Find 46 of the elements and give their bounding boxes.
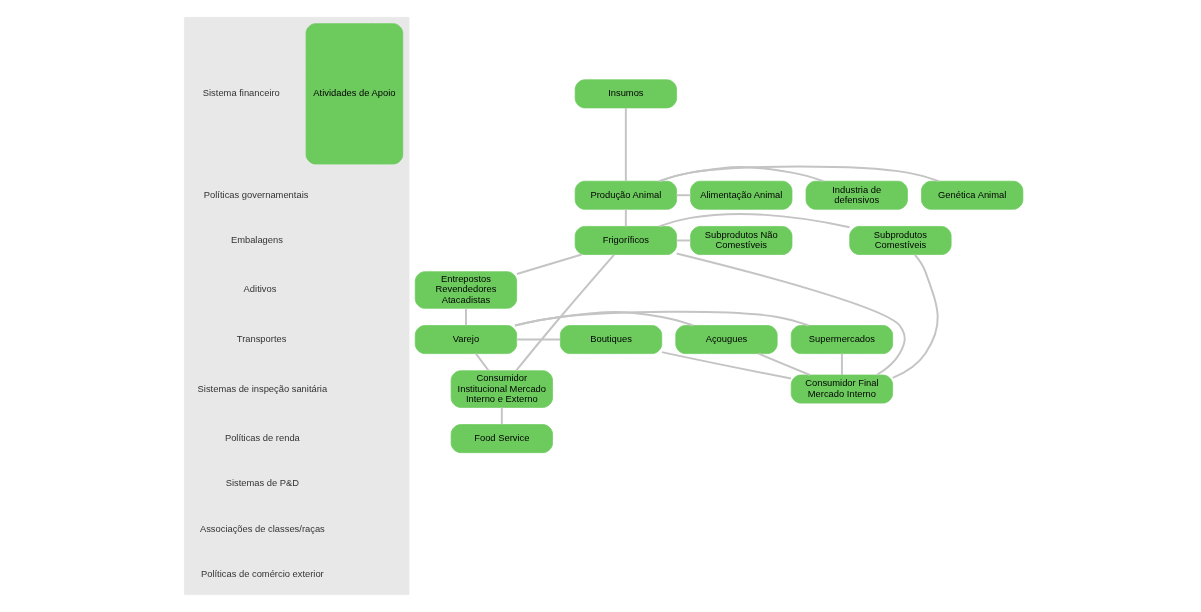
node-box: Atividades de Apoio bbox=[305, 23, 404, 165]
connector bbox=[500, 406, 503, 426]
connector bbox=[658, 213, 851, 229]
label: Sistemas de P&D bbox=[225, 478, 300, 489]
connector bbox=[515, 253, 583, 275]
node-box: Subprodutos Comestíveis bbox=[849, 226, 952, 255]
label: Sistemas de inspeção sanitária bbox=[197, 383, 328, 394]
node-box: Genética Animal bbox=[921, 180, 1024, 210]
label: Políticas de comércio exterior bbox=[200, 568, 324, 579]
connector bbox=[515, 253, 616, 372]
node-box: Insumos bbox=[574, 79, 677, 109]
connector bbox=[675, 194, 692, 197]
node-box: Supermercados bbox=[790, 325, 893, 354]
label: Aditivos bbox=[243, 284, 277, 295]
label: Políticas governamentais bbox=[203, 189, 309, 200]
node-box: Alimentação Animal bbox=[690, 180, 793, 210]
node-box: Subprodutos Não Comestíveis bbox=[690, 226, 793, 255]
label: Embalagens bbox=[230, 234, 283, 245]
cluster bbox=[183, 17, 410, 595]
label: Políticas de renda bbox=[224, 433, 300, 444]
node-box: Food Service bbox=[450, 424, 553, 454]
connector bbox=[891, 253, 939, 379]
label: Transportes bbox=[236, 333, 287, 344]
connector bbox=[624, 208, 627, 228]
connector bbox=[658, 165, 940, 183]
node-box: Consumidor Institucional Mercado Interno e Externo bbox=[450, 370, 553, 408]
connector bbox=[757, 352, 811, 376]
node-box: Boutiques bbox=[559, 325, 663, 354]
node-box: Açougues bbox=[675, 325, 778, 354]
node-box: Produção Animal bbox=[574, 180, 677, 210]
connector bbox=[661, 351, 793, 380]
connector bbox=[840, 352, 843, 376]
connector bbox=[514, 311, 695, 327]
connector bbox=[464, 307, 467, 327]
label: Sistema financeiro bbox=[202, 88, 280, 99]
node-box: Industria de defensivos bbox=[805, 180, 908, 210]
connector bbox=[514, 310, 810, 327]
connector bbox=[675, 252, 906, 376]
connector bbox=[474, 352, 490, 372]
node-box: Varejo bbox=[414, 325, 518, 354]
node-box: Consumidor Final Mercado Interno bbox=[790, 374, 893, 404]
connector bbox=[515, 338, 562, 341]
connector bbox=[624, 107, 627, 182]
node-box: Frigoríficos bbox=[574, 226, 677, 255]
node-box: Entrepostos Revendedores Atacadistas bbox=[414, 271, 518, 309]
label: Associações de classes/raças bbox=[199, 523, 325, 534]
